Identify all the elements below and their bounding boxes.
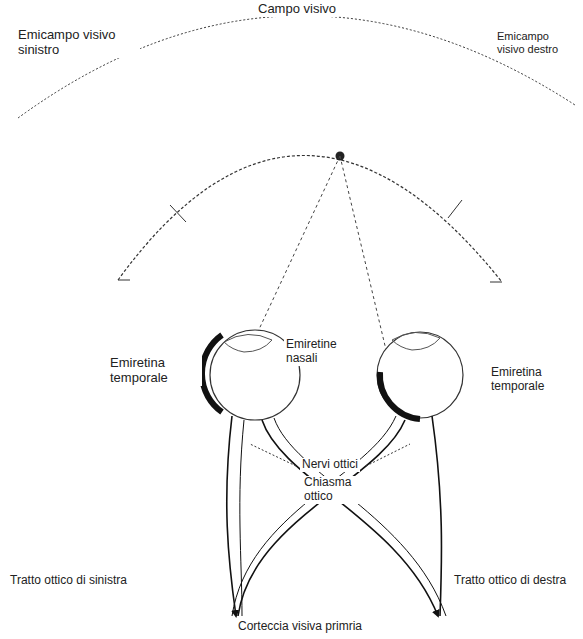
anatomy-label: Tratto ottico di destra [452, 574, 568, 588]
anatomy-label: Corteccia visiva primria [236, 620, 364, 634]
anatomy-label: Emiretina temporale [489, 366, 579, 394]
anatomy-label: Nervi ottici [300, 458, 360, 472]
anatomy-label: Tratto ottico di sinistra [8, 574, 129, 588]
anatomy-label: Emiretina temporale [108, 356, 202, 386]
anatomy-label: Emicampo visivo destro [495, 30, 579, 55]
anatomy-label: Emiretine nasali [284, 338, 368, 366]
anatomy-label: Emicampo visivo sinistro [16, 28, 140, 58]
anatomy-label: Chiasma ottico [302, 476, 366, 504]
field-title: Campo visivo [256, 2, 338, 17]
